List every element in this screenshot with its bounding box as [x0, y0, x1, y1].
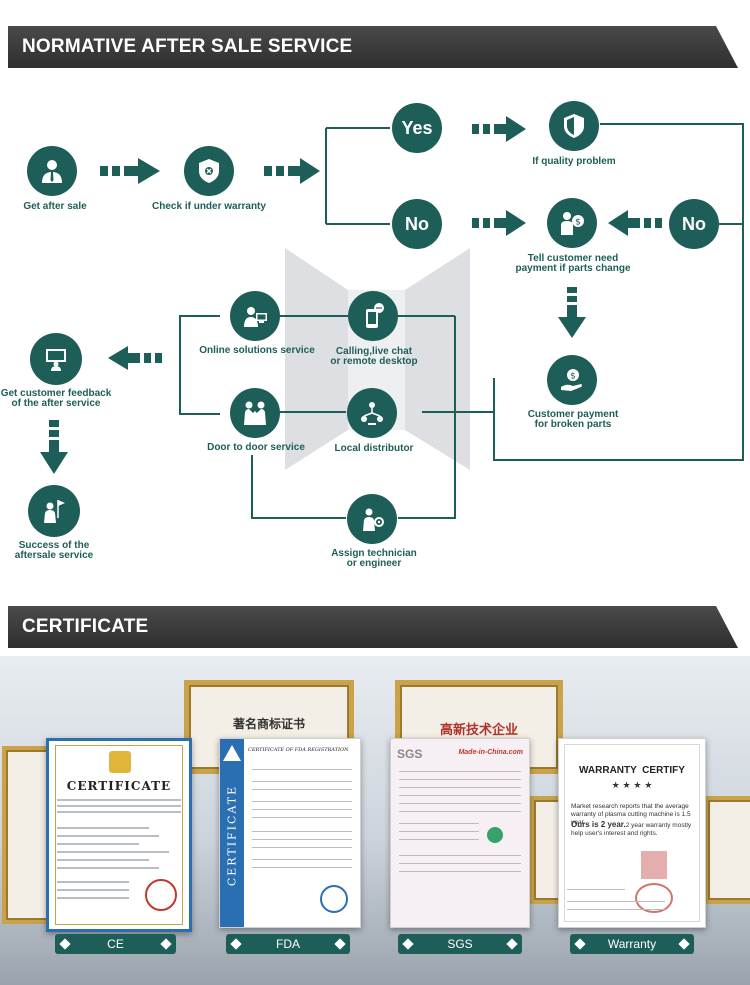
- warranty-body2: Ours is 2 year.2 year warranty mostly he…: [571, 821, 695, 838]
- no-right-node: No: [669, 199, 719, 249]
- arrow-to-quality: [472, 116, 526, 142]
- warranty-seal: [641, 851, 667, 879]
- arrow-down-to-payment: [558, 287, 586, 338]
- wall-frame-hightech-text: 高新技术企业: [439, 723, 518, 738]
- sgs-caption: SGS: [398, 934, 522, 954]
- get-after-sale-label: Get after sale: [23, 201, 87, 212]
- banner-corner: [716, 26, 738, 68]
- warranty-caption: Warranty: [570, 934, 694, 954]
- quality-loop: [493, 123, 744, 461]
- wall-frame-trademark-text: 著名商标证书: [232, 717, 305, 731]
- fda-certificate: CERTIFICATE CERTIFICATE OF FDA REGISTRAT…: [219, 738, 361, 928]
- success-label: Success of the aftersale service: [14, 540, 94, 561]
- tell-customer-node: $: [547, 198, 597, 248]
- arrow-no-to-tell: [472, 210, 526, 236]
- tell-customer-label: Tell customer need payment if parts chan…: [515, 253, 631, 274]
- ce-certificate: CERTIFICATE: [46, 738, 192, 932]
- warranty-certificate: WARRANTY CERTIFY ★ ★ ★ ★ Market research…: [558, 738, 706, 928]
- ce-caption-text: CE: [107, 937, 124, 951]
- hand-coin-icon: $: [561, 369, 582, 391]
- arrow-to-check: [100, 158, 160, 184]
- ce-logo: [109, 751, 131, 773]
- backdrop-panel-left: [285, 248, 348, 470]
- certificate-banner-title: CERTIFICATE: [22, 616, 149, 637]
- online-solutions-label: Online solutions service: [199, 345, 315, 356]
- certificate-banner: CERTIFICATE: [8, 606, 738, 648]
- wall-frame-right: [704, 796, 750, 904]
- fda-heading: CERTIFICATE OF FDA REGISTRATION: [248, 747, 349, 753]
- svg-text:$: $: [575, 218, 581, 228]
- warranty-body2-strong: Ours is 2 year.: [571, 820, 626, 829]
- door-to-door-node: [230, 388, 280, 438]
- local-distributor-node: [347, 388, 397, 438]
- customer-payment-node: $: [547, 355, 597, 405]
- quality-problem-label: If quality problem: [532, 156, 616, 167]
- check-warranty-label: Check if under warranty: [152, 201, 266, 212]
- shield-check-icon: [199, 159, 219, 183]
- warranty-body1: Market research reports that the average…: [571, 803, 691, 826]
- sgs-site: Made-in-China.com: [458, 749, 523, 756]
- door-to-assign: [251, 455, 346, 519]
- fda-caption-text: FDA: [276, 937, 300, 951]
- arrow-to-feedback: [108, 346, 162, 370]
- warranty-stars: ★ ★ ★ ★: [611, 781, 653, 791]
- svg-text:$: $: [570, 372, 576, 382]
- fda-caption: FDA: [226, 934, 350, 954]
- service-banner-title: NORMATIVE AFTER SALE SERVICE: [22, 36, 353, 57]
- arrow-to-decision: [264, 158, 320, 184]
- no-node: No: [392, 199, 442, 249]
- person-money-icon: $: [561, 212, 584, 235]
- network-people-icon: [361, 402, 383, 425]
- banner-corner-2: [716, 606, 738, 648]
- ce-stamp: [145, 879, 177, 911]
- feedback-label: Get customer feedback of the after servi…: [0, 388, 112, 409]
- flag-person-icon: [44, 500, 65, 523]
- service-box-left: [179, 315, 220, 415]
- warranty-heading: WARRANTY CERTIFY: [579, 765, 685, 776]
- assign-technician-node: [347, 494, 397, 544]
- backdrop-panel-right: [405, 248, 470, 470]
- businessman-icon: [42, 160, 62, 183]
- warranty-body2-text: 2 year warranty mostly help user's inter…: [571, 822, 692, 837]
- success-node: [28, 485, 80, 537]
- sgs-logo: SGS: [397, 747, 423, 761]
- get-after-sale-node: [27, 146, 77, 196]
- yes-node: Yes: [392, 103, 442, 153]
- calling-chat-label: Calling,live chat or remote desktop: [330, 346, 418, 367]
- shield-icon: [564, 114, 584, 138]
- calling-to-assign: [398, 316, 456, 519]
- ce-heading: CERTIFICATE: [66, 779, 172, 793]
- support-agent-icon: [244, 307, 267, 327]
- calling-chat-node: [348, 291, 398, 341]
- fda-side-text: CERTIFICATE: [225, 784, 239, 887]
- fda-seal: [320, 885, 348, 913]
- assign-technician-label: Assign technician or engineer: [331, 548, 417, 569]
- handshake-icon: [244, 401, 266, 425]
- ce-caption: CE: [55, 934, 176, 954]
- wall-frame-left: [2, 746, 52, 924]
- sgs-mark: [487, 827, 503, 843]
- quality-problem-node: [549, 101, 599, 151]
- arrow-down-to-success: [40, 420, 68, 474]
- arrow-right-no-to-tell: [608, 210, 662, 236]
- customer-payment-label: Customer payment for broken parts: [527, 409, 619, 430]
- presentation-icon: [46, 349, 66, 371]
- sgs-caption-text: SGS: [447, 937, 473, 951]
- local-distributor-label: Local distributor: [334, 443, 414, 454]
- fda-sidebar: [220, 739, 244, 927]
- service-banner: NORMATIVE AFTER SALE SERVICE: [8, 26, 738, 68]
- feedback-node: [30, 333, 82, 385]
- sgs-certificate: SGS Made-in-China.com: [390, 738, 530, 928]
- check-warranty-node: [184, 146, 234, 196]
- certificate-showcase: 著名商标证书 高新技术企业 CERTIFICATE CERTIFICATE CE…: [0, 656, 750, 985]
- warranty-caption-text: Warranty: [607, 937, 657, 951]
- phone-chat-icon: [366, 303, 384, 328]
- technician-gear-icon: [363, 508, 384, 531]
- warranty-stamp: [635, 883, 673, 913]
- online-solutions-node: [230, 291, 280, 341]
- door-to-door-label: Door to door service: [207, 442, 305, 453]
